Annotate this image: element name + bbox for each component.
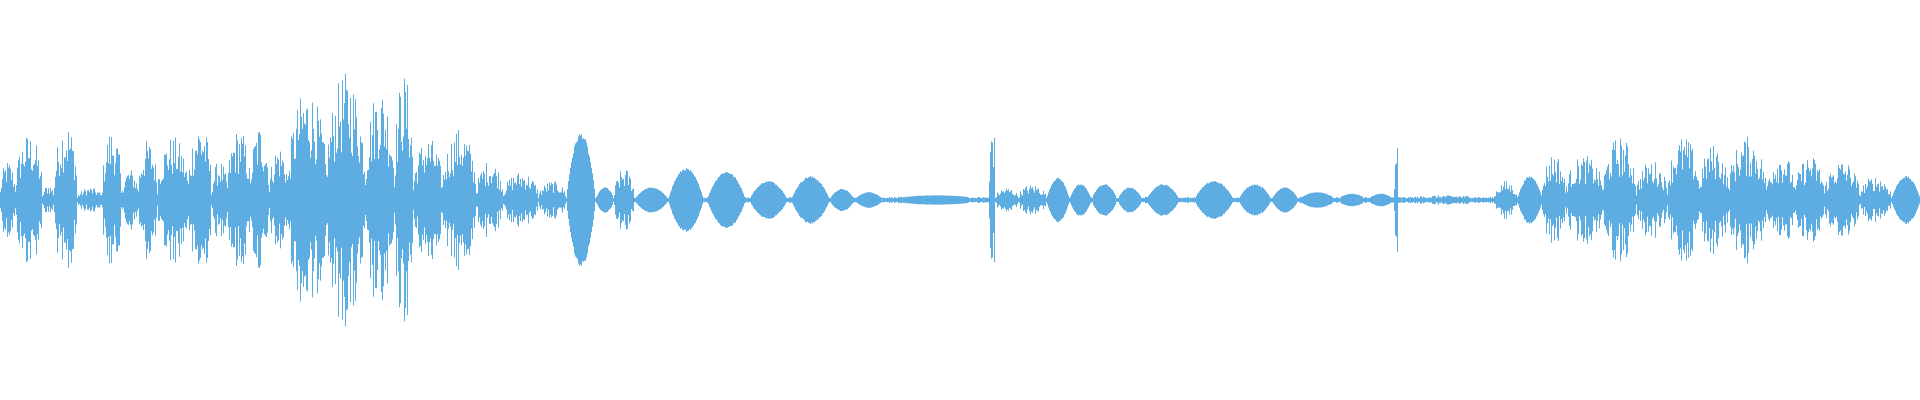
waveform-bars (0, 73, 1920, 327)
